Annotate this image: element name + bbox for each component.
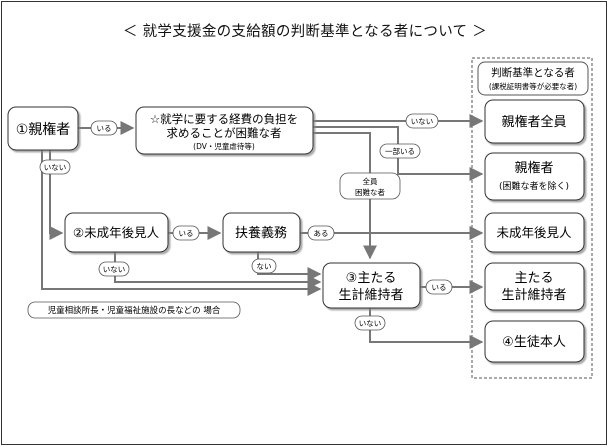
minor-guardian-box	[64, 212, 169, 253]
support-duty-label: 扶養義務	[235, 225, 287, 241]
edge-guardian-to-main-earner	[41, 150, 322, 296]
outcome-all-guardians-label: 親権者全員	[501, 114, 566, 130]
edge-label-inai-2-pill	[405, 113, 439, 129]
outcome-guardians-label-1: 親権者	[514, 160, 553, 176]
difficulty-label-2: 求めることが困難な者	[167, 126, 282, 140]
edge-label-all-difficult-2: 困難な者	[355, 187, 385, 197]
edge-label-inai-4: いない	[359, 319, 382, 328]
difficulty-box	[135, 106, 314, 155]
edge-label-inai-4-pill	[354, 315, 386, 331]
legend-subtitle: (課税証明書等が必要な者)	[489, 81, 577, 91]
edge-label-aru-pill	[307, 225, 335, 241]
edge-label-iru-3-pill	[425, 279, 453, 295]
outcome-main-earner-label-2: 生計維持者	[501, 287, 566, 303]
edge-label-iru-3: いる	[432, 283, 447, 292]
edge-label-iru-2: いる	[179, 229, 194, 238]
edge-label-all-difficult-pill	[339, 172, 401, 200]
main-earner-label-1: ③主たる	[346, 271, 397, 286]
main-earner-box	[322, 262, 421, 309]
edge-minor-to-main-earner	[114, 252, 322, 289]
edge-label-inai-2: いない	[411, 117, 434, 126]
guardian-box	[7, 106, 79, 151]
main-earner-label-2: 生計維持者	[338, 287, 403, 303]
edge-label-ichibu: 一部いる	[385, 146, 415, 156]
edge-label-aru: ある	[314, 229, 329, 238]
edge-guardian-to-minor-guardian	[49, 150, 64, 240]
edge-label-nai-pill	[251, 258, 277, 274]
outcome-guardians-box	[484, 152, 585, 201]
outcome-panel	[471, 57, 593, 379]
outcome-student-box	[484, 320, 585, 363]
difficulty-label-1: ☆就学に要する経費の負担を	[150, 112, 298, 126]
edge-label-all-difficult-1: 全員	[363, 176, 378, 186]
outcome-student-label: ④生徒本人	[502, 335, 566, 350]
edge-label-iru-1: いる	[97, 124, 112, 133]
edge-label-inai-1-pill	[39, 159, 71, 175]
legend-title: 判断基準となる者	[491, 66, 575, 79]
edge-label-ichibu-pill	[379, 143, 421, 159]
edge-label-iru-1-pill	[90, 120, 118, 136]
edge-label-nai: ない	[257, 262, 272, 271]
edge-main-earner-to-student	[369, 308, 484, 349]
outcome-guardians-label-2: (困難な者を除く)	[499, 180, 569, 192]
edge-difficulty-to-main-earner	[313, 132, 377, 260]
legend-box	[477, 61, 589, 96]
outcome-minor-guardian-box	[484, 212, 585, 253]
edge-label-iru-2-pill	[172, 225, 200, 241]
outcome-minor-guardian-label: 未成年後見人	[496, 225, 572, 240]
edge-label-inai-1: いない	[44, 163, 67, 172]
outcome-main-earner-label-1: 主たる	[514, 271, 553, 286]
outcome-main-earner-box	[484, 262, 585, 311]
outcome-all-guardians-box	[484, 99, 585, 144]
minor-guardian-label: ②未成年後見人	[73, 225, 160, 240]
guardian-label: ①親権者	[16, 121, 71, 138]
difficulty-note: (DV・児童虐待等)	[193, 141, 255, 151]
note-text: 児童相談所長・児童福祉施設の長などの 場合	[48, 305, 221, 316]
note-box	[27, 301, 241, 319]
edge-label-inai-3: いない	[103, 265, 126, 274]
edge-label-inai-3-pill	[98, 261, 130, 277]
diagram-title: ＜ 就学支援金の支給額の判断基準となる者について ＞	[122, 24, 488, 40]
support-duty-box	[222, 212, 301, 253]
